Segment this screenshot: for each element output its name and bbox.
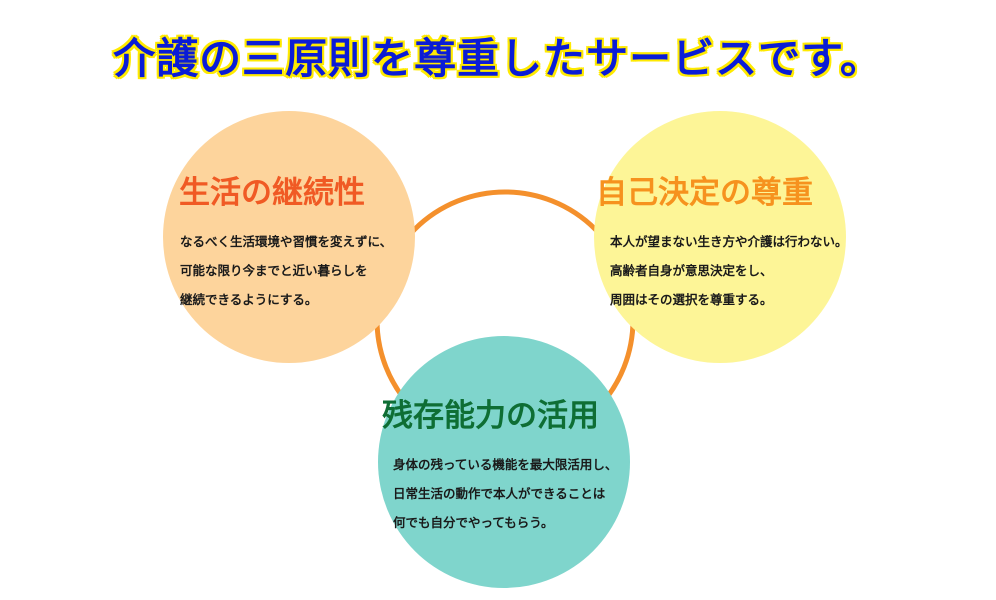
circle-title-residual-ability: 残存能力の活用 bbox=[382, 398, 599, 434]
circle-self-determination: 自己決定の尊重 本人が望まない生き方や介護は行わない。 高齢者自身が意思決定をし… bbox=[594, 111, 848, 363]
description-line: 何でも自分でやってもらう。 bbox=[393, 515, 554, 530]
description-line: 身体の残っている機能を最大限活用し、 bbox=[393, 457, 618, 472]
description-line: なるべく生活環境や習慣を変えずに、 bbox=[180, 234, 393, 249]
circle-life-continuity: 生活の継続性 なるべく生活環境や習慣を変えずに、 可能な限り今までと近い暮らしを… bbox=[163, 111, 415, 363]
page-title: 介護の三原則を尊重したサービスです。 bbox=[113, 34, 883, 83]
circle-residual-ability: 残存能力の活用 身体の残っている機能を最大限活用し、 日常生活の動作で本人ができ… bbox=[378, 336, 630, 588]
circle-title-life-continuity: 生活の継続性 bbox=[179, 175, 365, 211]
description-line: 継続できるようにする。 bbox=[180, 292, 318, 307]
circle-description-life-continuity: なるべく生活環境や習慣を変えずに、 可能な限り今までと近い暮らしを 継続できるよ… bbox=[180, 227, 392, 314]
circle-description-residual-ability: 身体の残っている機能を最大限活用し、 日常生活の動作で本人ができることは 何でも… bbox=[393, 450, 617, 537]
description-line: 高齢者自身が意思決定をし、 bbox=[610, 263, 773, 278]
description-line: 周囲はその選択を尊重する。 bbox=[610, 292, 773, 307]
circle-description-self-determination: 本人が望まない生き方や介護は行わない。 高齢者自身が意思決定をし、 周囲はその選… bbox=[610, 227, 848, 314]
circle-title-self-determination: 自己決定の尊重 bbox=[596, 175, 813, 211]
description-line: 可能な限り今までと近い暮らしを bbox=[180, 263, 368, 278]
description-line: 日常生活の動作で本人ができることは bbox=[393, 486, 606, 501]
description-line: 本人が望まない生き方や介護は行わない。 bbox=[610, 234, 848, 249]
